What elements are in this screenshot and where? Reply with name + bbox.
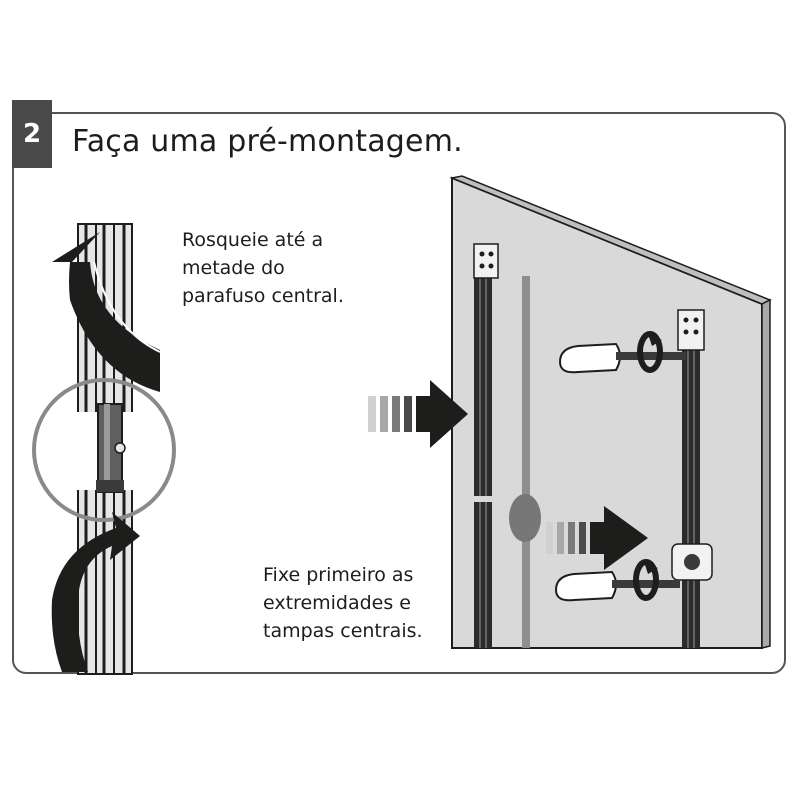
magnifier-circle-icon (32, 378, 176, 522)
screwdriver-icon (554, 559, 680, 602)
caption-fix: Fixe primeiro as extremidades e tampas c… (263, 564, 423, 642)
step-title: Faça uma pré-montagem. (72, 124, 463, 159)
rotation-arrow-icon (51, 512, 140, 672)
push-arrow-icon (546, 506, 648, 570)
push-arrow-icon (368, 380, 468, 448)
step-badge: 2 (12, 100, 52, 168)
bracket-icon (671, 543, 713, 581)
bracket-icon (677, 309, 705, 351)
bracket-icon (473, 243, 499, 279)
right-rail (671, 309, 713, 648)
caption-thread: Rosqueie até a metade do parafuso centra… (182, 229, 344, 307)
step-number: 2 (22, 119, 42, 149)
left-rail (473, 243, 499, 648)
rotation-arrow-icon (52, 232, 161, 392)
screwdriver-icon (558, 331, 686, 374)
